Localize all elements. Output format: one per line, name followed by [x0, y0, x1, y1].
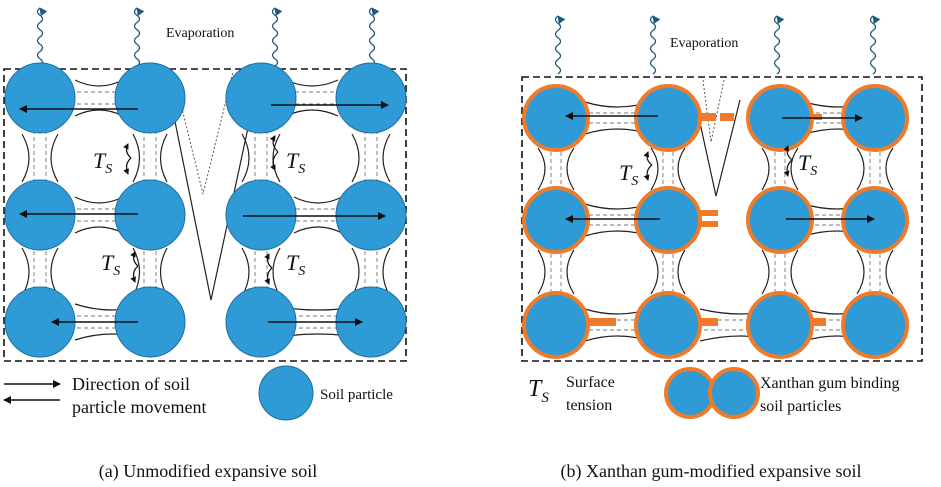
legend-direction-line2: particle movement: [72, 397, 206, 417]
soil-particle: [4, 62, 76, 134]
evaporation-arrow-icon: [133, 7, 145, 67]
gum-coated-particle: [746, 291, 814, 359]
surface-tension-arrow-icon: [130, 251, 139, 267]
surface-tension-arrow-icon: [270, 151, 279, 171]
svg-text:TS: TS: [101, 250, 120, 279]
legend: Direction of soil particle movement Soil…: [3, 365, 900, 421]
particles-a: [4, 62, 407, 358]
panel-b: Evaporation: [521, 15, 923, 362]
evaporation-label-b: Evaporation: [670, 36, 738, 51]
soil-particle: [225, 62, 297, 134]
crack-a: [172, 71, 234, 195]
movement-arrows-b: [565, 112, 875, 223]
gum-coated-particle: [634, 186, 702, 254]
gum-coated-particle: [634, 291, 702, 359]
evaporation-waves-a: [36, 7, 380, 67]
surface-tension-arrow-icon: [123, 157, 132, 175]
soil-particle: [335, 179, 407, 251]
soil-particle: [114, 62, 186, 134]
surface-tension-arrow-icon: [269, 135, 279, 153]
legend-surface-line2: tension: [566, 397, 612, 414]
caption-a: (a) Unmodified expansive soil: [99, 461, 317, 482]
surface-tension-arrows-b: [643, 145, 793, 181]
svg-text:TS: TS: [93, 148, 112, 177]
panel-a: Evaporation: [3, 7, 407, 362]
evaporation-arrow-icon: [649, 15, 661, 75]
evaporation-arrow-icon: [368, 7, 380, 67]
surface-tension-arrow-icon: [264, 253, 273, 269]
evaporation-arrow-icon: [36, 7, 48, 67]
gum-coated-particle: [841, 291, 909, 359]
evaporation-waves-b: [554, 15, 881, 75]
pore-walls-b: [537, 99, 894, 342]
surface-tension-arrow-icon: [643, 164, 653, 181]
svg-text:TS: TS: [798, 150, 817, 179]
legend-xanthan-line1: Xanthan gum binding: [760, 375, 900, 392]
particles-b: [522, 84, 909, 359]
soil-boundary-b: [521, 76, 923, 362]
svg-text:TS: TS: [286, 148, 305, 177]
legend-xanthan-line2: soil particles: [760, 398, 841, 415]
water-film-a: [33, 91, 379, 329]
soil-boundary-a: [3, 68, 407, 362]
legend-direction-line1: Direction of soil: [72, 374, 190, 394]
movement-arrows-a: [19, 101, 389, 326]
surface-tension-arrow-icon: [783, 145, 793, 161]
caption-b: (b) Xanthan gum-modified expansive soil: [561, 461, 862, 482]
surface-tension-arrow-icon: [123, 143, 132, 159]
evaporation-arrow-icon: [869, 15, 881, 75]
xanthan-bound-particles-icon: [664, 367, 760, 419]
surface-tension-labels-a: TS TS TS TS: [93, 148, 305, 279]
crack-b: [702, 79, 725, 143]
evaporation-arrow-icon: [554, 15, 566, 75]
svg-text:TS: TS: [619, 160, 638, 189]
soil-particle: [335, 62, 407, 134]
surface-tension-arrow-icon: [130, 265, 139, 283]
gum-coated-particle: [522, 291, 590, 359]
soil-particle: [225, 179, 297, 251]
soil-particle-icon: [258, 365, 314, 421]
evaporation-arrow-icon: [271, 7, 283, 67]
soil-particle: [114, 179, 186, 251]
gum-coated-particle: [841, 186, 909, 254]
soil-particle: [4, 179, 76, 251]
legend-ts-symbol: TS: [528, 376, 549, 406]
pore-walls-a: [21, 71, 391, 341]
gum-coated-particle: [746, 186, 814, 254]
svg-text:TS: TS: [286, 250, 305, 279]
evaporation-label-a: Evaporation: [166, 26, 234, 41]
gum-coated-particle: [634, 84, 702, 152]
evaporation-arrow-icon: [773, 15, 785, 75]
gum-coated-particle: [522, 84, 590, 152]
surface-tension-arrow-icon: [643, 151, 653, 166]
surface-tension-labels-b: TS TS: [619, 150, 817, 189]
surface-tension-arrows-a: [123, 135, 279, 285]
legend-soil-particle: Soil particle: [320, 387, 393, 403]
surface-tension-arrow-icon: [264, 267, 273, 285]
legend-surface-line1: Surface: [566, 374, 615, 391]
gum-coated-particle: [522, 186, 590, 254]
surface-tension-arrow-icon: [783, 159, 793, 177]
